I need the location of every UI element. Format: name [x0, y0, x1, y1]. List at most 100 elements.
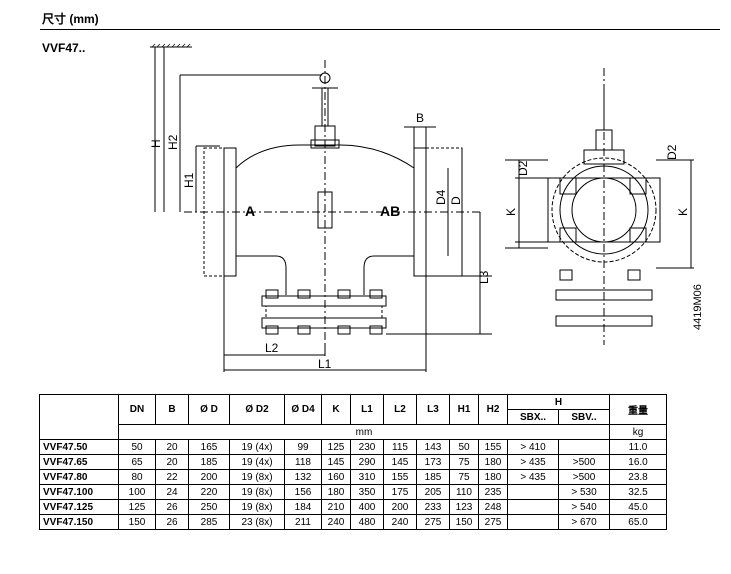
table-cell: 24 — [155, 484, 189, 500]
header-sbx: SBX.. — [507, 409, 559, 425]
unit-mm: mm — [118, 424, 610, 440]
table-cell: 132 — [284, 469, 322, 485]
table-cell — [558, 439, 610, 455]
table-cell — [507, 499, 559, 515]
table-cell: 155 — [478, 439, 508, 455]
table-cell: 233 — [416, 499, 450, 515]
table-cell: 480 — [350, 514, 384, 530]
table-cell: 211 — [284, 514, 322, 530]
table-cell: 20 — [155, 439, 189, 455]
table-cell: 145 — [383, 454, 417, 470]
table-cell: > 540 — [558, 499, 610, 515]
table-cell: 65 — [118, 454, 156, 470]
table-cell: 240 — [321, 514, 351, 530]
table-cell — [507, 514, 559, 530]
table-cell: 145 — [321, 454, 351, 470]
label-h1: H1 — [182, 172, 196, 188]
table-cell: VVF47.65 — [39, 454, 119, 470]
table-cell: VVF47.80 — [39, 469, 119, 485]
table-cell: 23 (8x) — [229, 514, 285, 530]
table-cell: 23.8 — [609, 469, 667, 485]
label-l3: L3 — [477, 270, 491, 284]
table-cell: 22 — [155, 469, 189, 485]
table-cell: 275 — [416, 514, 450, 530]
valve-dimension-drawing: H H2 H1 A AB B D4 D L3 L2 L1 D2 D2 K K — [149, 43, 694, 372]
table-cell: 80 — [118, 469, 156, 485]
table-cell: 75 — [449, 469, 479, 485]
table-cell: >500 — [558, 454, 610, 470]
table-cell: 275 — [478, 514, 508, 530]
header-dn: DN — [118, 394, 156, 425]
table-cell: 150 — [449, 514, 479, 530]
table-cell — [507, 484, 559, 500]
label-k-right: K — [676, 208, 690, 216]
table-cell: 100 — [118, 484, 156, 500]
header-h-group: H — [507, 394, 610, 410]
header-sbv: SBV.. — [558, 409, 610, 425]
label-ab: AB — [380, 203, 400, 219]
unit-row: mm kg — [40, 424, 667, 440]
dimension-table: DN B Ø D Ø D2 Ø D4 K L1 L2 L3 H1 H2 H 重量… — [39, 394, 667, 530]
table-cell: 156 — [284, 484, 322, 500]
table-cell: 155 — [383, 469, 417, 485]
table-cell: 50 — [118, 439, 156, 455]
table-cell: 26 — [155, 514, 189, 530]
table-cell: > 435 — [507, 454, 559, 470]
table-cell: VVF47.150 — [39, 514, 119, 530]
table-cell: 184 — [284, 499, 322, 515]
header-k: K — [321, 394, 351, 425]
table-cell: 165 — [188, 439, 230, 455]
header-row-2: SBX.. SBV.. — [40, 409, 667, 425]
table-cell: 150 — [118, 514, 156, 530]
table-cell: 20 — [155, 454, 189, 470]
table-cell: 45.0 — [609, 499, 667, 515]
table-cell: 125 — [118, 499, 156, 515]
table-cell: 65.0 — [609, 514, 667, 530]
table-cell: VVF47.100 — [39, 484, 119, 500]
model-title: VVF47.. — [42, 41, 86, 55]
unit-kg: kg — [609, 424, 667, 440]
header-l3: L3 — [416, 394, 450, 425]
table-cell: > 410 — [507, 439, 559, 455]
table-cell: 350 — [350, 484, 384, 500]
table-cell: 200 — [383, 499, 417, 515]
table-cell: 32.5 — [609, 484, 667, 500]
table-cell: 240 — [383, 514, 417, 530]
table-cell: 200 — [188, 469, 230, 485]
header-weight: 重量 — [609, 394, 667, 425]
header-h1: H1 — [449, 394, 479, 425]
header-l2: L2 — [383, 394, 417, 425]
table-cell: 173 — [416, 454, 450, 470]
heading-rule — [40, 29, 720, 30]
header-d: Ø D — [188, 394, 230, 425]
page-heading: 尺寸 (mm) — [42, 12, 99, 26]
table-cell: > 435 — [507, 469, 559, 485]
table-cell: 185 — [416, 469, 450, 485]
table-cell: 235 — [478, 484, 508, 500]
header-blank — [39, 394, 119, 440]
table-cell: 110 — [449, 484, 479, 500]
table-cell: 180 — [478, 454, 508, 470]
table-cell: 230 — [350, 439, 384, 455]
table-cell: > 530 — [558, 484, 610, 500]
table-cell: 75 — [449, 454, 479, 470]
table-cell: 19 (8x) — [229, 499, 285, 515]
header-b: B — [155, 394, 189, 425]
header-l1: L1 — [350, 394, 384, 425]
table-cell: 400 — [350, 499, 384, 515]
table-cell: 118 — [284, 454, 322, 470]
table-cell: 180 — [321, 484, 351, 500]
table-cell: 290 — [350, 454, 384, 470]
table-cell: 125 — [321, 439, 351, 455]
header-d2: Ø D2 — [229, 394, 285, 425]
table-cell: 19 (4x) — [229, 439, 285, 455]
label-b: B — [416, 111, 424, 125]
table-cell: 180 — [478, 469, 508, 485]
header-d4: Ø D4 — [284, 394, 322, 425]
table-cell: 16.0 — [609, 454, 667, 470]
